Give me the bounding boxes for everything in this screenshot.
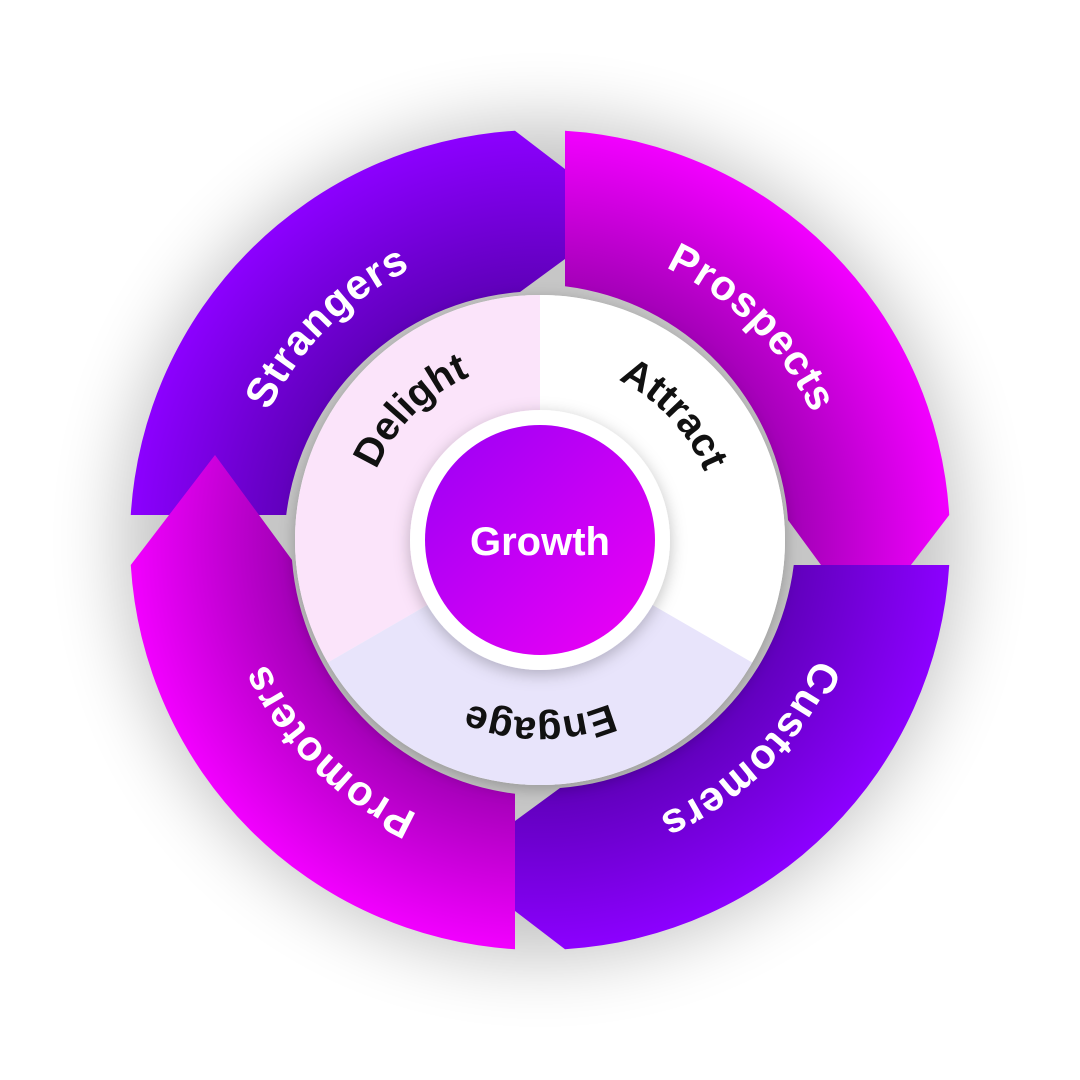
ring-segment-customers: Customers <box>455 565 950 950</box>
ring-segment-prospects: Prospects <box>565 130 950 625</box>
center-circle <box>425 425 655 655</box>
ring-arrow-promoters <box>130 455 515 950</box>
ring-arrow-strangers <box>130 130 625 515</box>
center-label: Growth <box>470 520 610 564</box>
ring-arrow-prospects <box>565 130 950 625</box>
ring-arrow-customers <box>455 565 950 950</box>
